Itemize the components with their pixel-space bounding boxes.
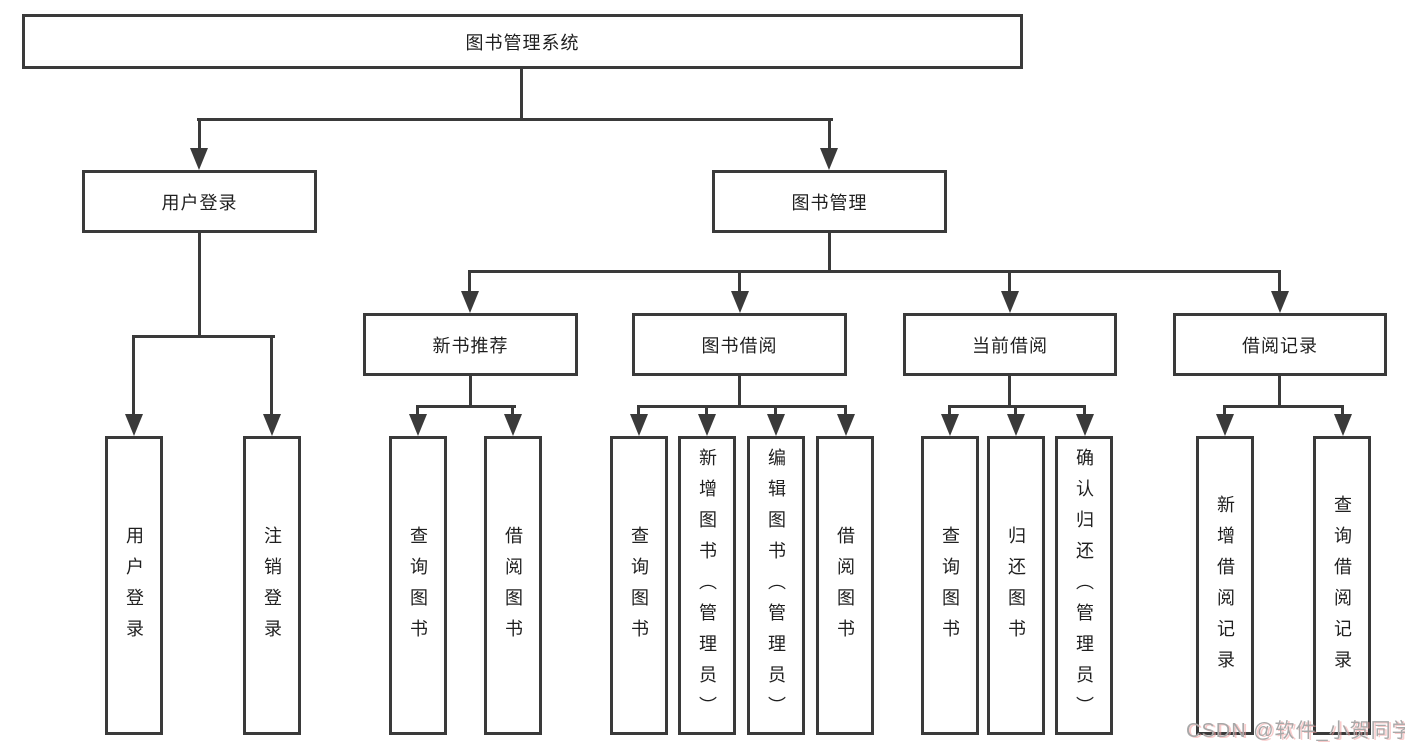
- edge-drop: [637, 405, 640, 414]
- edge-drop: [468, 270, 471, 291]
- edge-drop: [416, 405, 419, 414]
- node-new-book-recommendation: 新书推荐: [363, 313, 578, 376]
- edge-drop: [1008, 270, 1011, 291]
- arrow-down-icon: [1216, 414, 1234, 436]
- node-label: 借阅记录: [1242, 335, 1318, 356]
- node-library-system: 图书管理系统: [22, 14, 1023, 69]
- edge-drop: [1014, 405, 1017, 414]
- edge-user-login-leg: [198, 233, 201, 338]
- edge-drop: [738, 270, 741, 291]
- arrow-down-icon: [1076, 414, 1094, 436]
- edge-recommend-bus: [416, 405, 516, 408]
- edge-level3-bus: [468, 270, 1281, 273]
- edge-drop: [705, 405, 708, 414]
- leaf-label: 借阅图书: [503, 525, 523, 650]
- edge-level2-bus: [197, 118, 833, 121]
- leaf-query-books-borrow: 查询图书: [610, 436, 668, 735]
- node-label: 新书推荐: [432, 335, 509, 356]
- node-label: 当前借阅: [972, 335, 1048, 356]
- leaf-label: 编辑图书（管理员）: [766, 448, 786, 727]
- edge-drop: [511, 405, 514, 414]
- arrow-down-icon: [698, 414, 716, 436]
- node-book-borrowing: 图书借阅: [632, 313, 847, 376]
- arrow-down-icon: [190, 148, 208, 170]
- edge-recommend-leg: [469, 376, 472, 408]
- leaf-query-books-recommend: 查询图书: [389, 436, 447, 735]
- leaf-label: 查询图书: [940, 525, 960, 650]
- edge-book-mgmt-leg: [828, 233, 831, 273]
- arrow-down-icon: [461, 291, 479, 313]
- leaf-add-borrow-record: 新增借阅记录: [1196, 436, 1254, 735]
- edge-drop: [1341, 405, 1344, 414]
- arrow-down-icon: [767, 414, 785, 436]
- edge-drop: [774, 405, 777, 414]
- leaf-label: 确认归还（管理员）: [1074, 448, 1094, 727]
- edge-drop: [270, 335, 273, 414]
- leaf-label: 新增图书（管理员）: [697, 448, 717, 727]
- edge-drop: [1083, 405, 1086, 414]
- arrow-down-icon: [837, 414, 855, 436]
- csdn-watermark: CSDN @软件_小贺同学: [1186, 720, 1405, 742]
- edge-drop: [1278, 270, 1281, 291]
- edge-drop: [948, 405, 951, 414]
- node-label: 图书借阅: [701, 335, 778, 356]
- leaf-confirm-return-admin: 确认归还（管理员）: [1055, 436, 1113, 735]
- node-label: 图书管理系统: [465, 32, 580, 53]
- arrow-down-icon: [731, 291, 749, 313]
- leaf-logout: 注销登录: [243, 436, 301, 735]
- leaf-label: 归还图书: [1006, 525, 1026, 650]
- edge-records-leg: [1278, 376, 1281, 408]
- arrow-down-icon: [941, 414, 959, 436]
- arrow-down-icon: [409, 414, 427, 436]
- edge-drop: [844, 405, 847, 414]
- arrow-down-icon: [1007, 414, 1025, 436]
- edge-root-leg: [520, 69, 523, 120]
- arrow-down-icon: [630, 414, 648, 436]
- edge-records-bus: [1223, 405, 1344, 408]
- edge-borrow-leg: [738, 376, 741, 408]
- edge-current-bus: [948, 405, 1086, 408]
- edge-drop: [1223, 405, 1226, 414]
- edge-drop: [132, 335, 135, 414]
- leaf-label: 新增借阅记录: [1215, 494, 1235, 681]
- leaf-query-borrow-record: 查询借阅记录: [1313, 436, 1371, 735]
- leaf-label: 借阅图书: [835, 525, 855, 650]
- node-book-management: 图书管理: [712, 170, 947, 233]
- leaf-query-books-current: 查询图书: [921, 436, 979, 735]
- leaf-user-login: 用户登录: [105, 436, 163, 735]
- edge-user-login-drop: [198, 118, 201, 148]
- leaf-label: 用户登录: [124, 525, 144, 650]
- leaf-borrow-books-recommend: 借阅图书: [484, 436, 542, 735]
- node-current-borrowing: 当前借阅: [903, 313, 1117, 376]
- leaf-return-books: 归还图书: [987, 436, 1045, 735]
- leaf-edit-book-admin: 编辑图书（管理员）: [747, 436, 805, 735]
- arrow-down-icon: [1001, 291, 1019, 313]
- arrow-down-icon: [820, 148, 838, 170]
- edge-book-mgmt-drop: [828, 118, 831, 148]
- node-borrowing-records: 借阅记录: [1173, 313, 1387, 376]
- edge-current-leg: [1008, 376, 1011, 408]
- arrow-down-icon: [1334, 414, 1352, 436]
- edge-borrow-bus: [637, 405, 847, 408]
- arrow-down-icon: [1271, 291, 1289, 313]
- leaf-borrow-books: 借阅图书: [816, 436, 874, 735]
- arrow-down-icon: [125, 414, 143, 436]
- leaf-add-book-admin: 新增图书（管理员）: [678, 436, 736, 735]
- leaf-label: 查询图书: [629, 525, 649, 650]
- arrow-down-icon: [263, 414, 281, 436]
- node-label: 图书管理: [791, 192, 868, 213]
- arrow-down-icon: [504, 414, 522, 436]
- edge-user-login-bus: [132, 335, 275, 338]
- node-label: 用户登录: [161, 192, 238, 213]
- node-user-login: 用户登录: [82, 170, 317, 233]
- leaf-label: 注销登录: [262, 525, 282, 650]
- leaf-label: 查询图书: [408, 525, 428, 650]
- leaf-label: 查询借阅记录: [1332, 494, 1352, 681]
